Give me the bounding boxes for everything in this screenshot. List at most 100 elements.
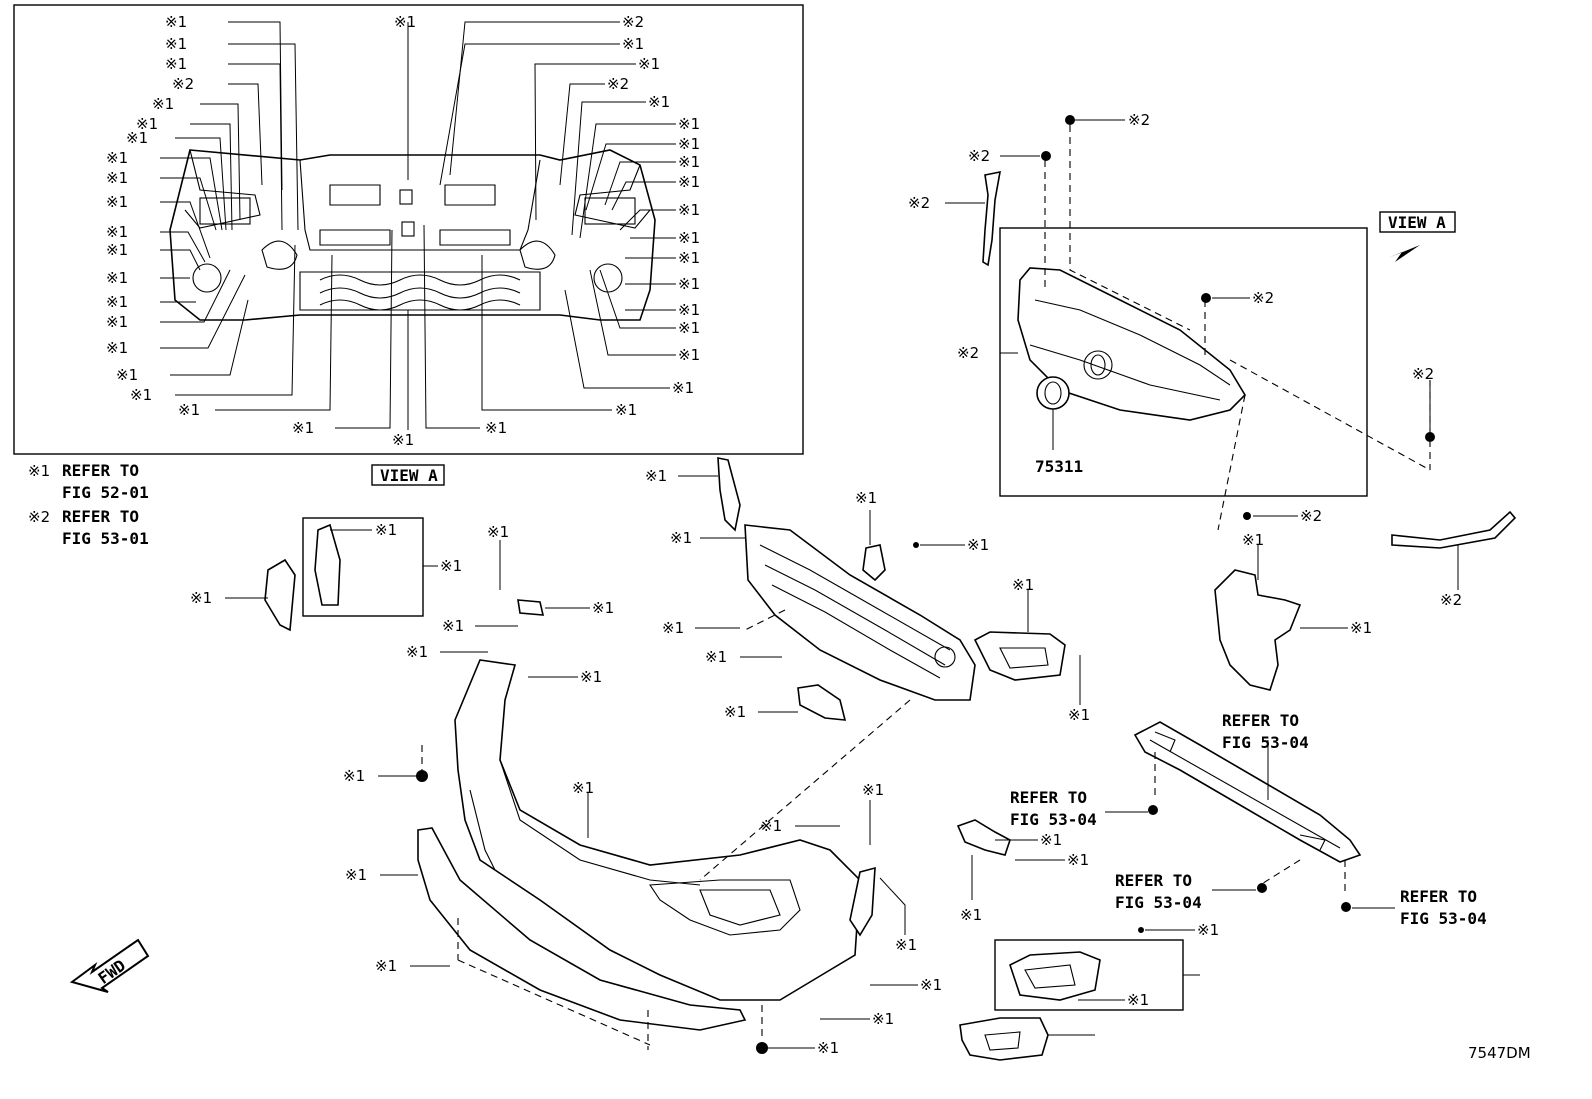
- clip-label: ※1: [375, 957, 397, 975]
- inset-label: ※1: [672, 379, 694, 397]
- clip-label: ※1: [662, 619, 684, 637]
- clip-label: ※1: [817, 1039, 839, 1057]
- clip-label: ※1: [592, 599, 614, 617]
- bolt-icon: [1148, 805, 1158, 815]
- inset-label: ※1: [678, 319, 700, 337]
- clip-label: ※1: [1068, 706, 1090, 724]
- inset-label: ※2: [607, 75, 629, 93]
- grille-label: ※2: [1128, 111, 1150, 129]
- bolt-fig-2: FIG 53-04: [1115, 893, 1202, 912]
- clip-icon: [1138, 927, 1144, 933]
- inset-label: ※1: [152, 95, 174, 113]
- inset-label: ※1: [394, 13, 416, 31]
- grille-label: ※2: [1252, 289, 1274, 307]
- inset-label: ※1: [678, 115, 700, 133]
- inset-label: ※1: [106, 339, 128, 357]
- wiring-bracket-part: [956, 819, 1011, 856]
- bolt-icon: [1341, 902, 1351, 912]
- lower-spoiler-label: ※1: [345, 866, 367, 884]
- grille-label: ※2: [968, 147, 990, 165]
- inset-label: ※1: [678, 301, 700, 319]
- clip-label: ※1: [1067, 851, 1089, 869]
- inset-label: ※1: [615, 401, 637, 419]
- view-a-caption: VIEW A: [371, 464, 445, 486]
- view-a-tag-frame: [1379, 211, 1456, 233]
- clip-icon: [1425, 432, 1435, 442]
- clip-label: ※1: [862, 781, 884, 799]
- bolt-fig-3: FIG 53-04: [1400, 909, 1487, 928]
- clip-icon: [1065, 115, 1075, 125]
- side-bracket-right-part: [1214, 569, 1302, 691]
- legend-mark-2: ※2: [28, 508, 50, 526]
- side-retainer-label: ※1: [895, 936, 917, 954]
- top-clip-part: [717, 457, 741, 532]
- inset-label: ※1: [678, 135, 700, 153]
- small-bracket-part: [862, 544, 886, 582]
- inset-label: ※1: [106, 293, 128, 311]
- inset-label: ※1: [622, 35, 644, 53]
- side-piece-label: ※1: [190, 589, 212, 607]
- clip-label: ※1: [406, 643, 428, 661]
- inset-label: ※1: [292, 419, 314, 437]
- side-piece-part: [264, 558, 296, 632]
- inset-label: ※1: [678, 229, 700, 247]
- bolt-fig-1: FIG 53-04: [1010, 810, 1097, 829]
- fog-bezel-label: ※1: [1012, 576, 1034, 594]
- inset-label: ※1: [678, 153, 700, 171]
- molding-label: ※2: [1440, 591, 1462, 609]
- beam-fig: FIG 53-04: [1222, 733, 1309, 752]
- inset-label: ※2: [172, 75, 194, 93]
- molding-left-part: [982, 170, 1001, 267]
- inset-label: ※1: [165, 35, 187, 53]
- inset-label: ※1: [165, 55, 187, 73]
- legend-refer-2: REFER TO: [62, 507, 139, 526]
- clip-icon: [1243, 512, 1251, 520]
- fog-lamp-part: [1009, 951, 1101, 1001]
- molding-label: ※2: [908, 194, 930, 212]
- inset-label: ※1: [678, 173, 700, 191]
- view-a-inset: ※1 ※1 ※1 ※2 ※1 ※1 ※1 ※1 ※1 ※1 ※1 ※1 ※1 ※…: [13, 4, 804, 455]
- clip-label: ※2: [1300, 507, 1322, 525]
- bracket-label: ※1: [375, 521, 397, 539]
- fog-cover-part: [959, 1017, 1049, 1061]
- grille-box-frame: [999, 227, 1368, 497]
- small-bracket-label: ※1: [855, 489, 877, 507]
- bolt-icon: [1257, 883, 1267, 893]
- clip-label: ※1: [872, 1010, 894, 1028]
- clip-icon: [1201, 293, 1211, 303]
- bracket-small-part: [517, 599, 545, 616]
- inset-label: ※1: [130, 386, 152, 404]
- grille-assembly-box: VIEW A 75311 ※2 ※2 ※2 ※2 ※2: [908, 111, 1517, 609]
- clip-label: ※1: [1127, 991, 1149, 1009]
- legend-mark-1: ※1: [28, 462, 50, 480]
- inset-label: ※1: [678, 275, 700, 293]
- view-a-frame: [13, 4, 804, 455]
- inset-label: ※1: [106, 149, 128, 167]
- inset-label: ※1: [106, 313, 128, 331]
- inset-label: ※1: [392, 431, 414, 449]
- legend: ※1 REFER TO FIG 52-01 ※2 REFER TO FIG 53…: [28, 461, 149, 548]
- inset-label: ※1: [136, 115, 158, 133]
- side-bracket-right-label: ※1: [1242, 531, 1264, 549]
- inset-label: ※1: [116, 366, 138, 384]
- clip-icon: [416, 770, 428, 782]
- inset-label: ※1: [678, 346, 700, 364]
- inset-label: ※1: [648, 93, 670, 111]
- inset-label: ※1: [678, 249, 700, 267]
- inset-label: ※1: [178, 401, 200, 419]
- inset-label: ※1: [106, 223, 128, 241]
- inset-label: ※2: [622, 13, 644, 31]
- legend-fig-53-01: FIG 53-01: [62, 529, 149, 548]
- bracket-box-label: ※1: [440, 557, 462, 575]
- bracket-box: [302, 517, 424, 617]
- inset-label: ※1: [106, 193, 128, 211]
- clip-label: ※1: [705, 648, 727, 666]
- grille-part: [1017, 267, 1247, 421]
- air-guide-label: ※1: [724, 703, 746, 721]
- bumper-cover-label: ※1: [572, 779, 594, 797]
- top-clip-label: ※1: [645, 467, 667, 485]
- clip-label: ※1: [442, 617, 464, 635]
- clip-icon: [913, 542, 919, 548]
- clip-icon: [1041, 151, 1051, 161]
- grille-label: ※2: [957, 344, 979, 362]
